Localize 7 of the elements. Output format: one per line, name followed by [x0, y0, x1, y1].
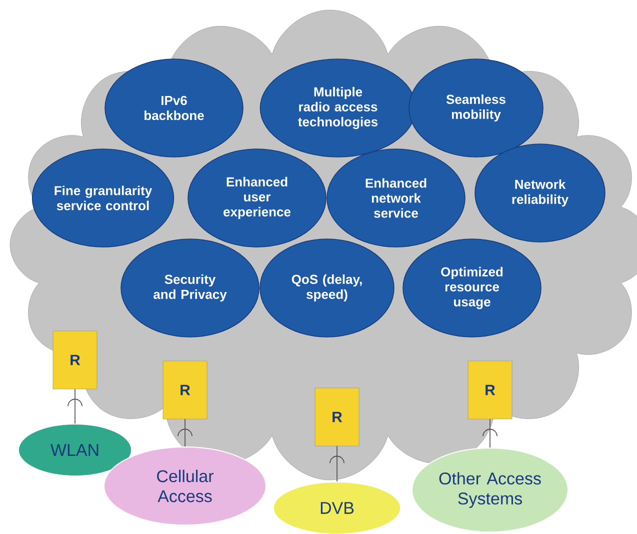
connector-line [74, 388, 76, 424]
connector-line [336, 446, 338, 482]
router-box: R [468, 360, 512, 420]
router-box: R [314, 388, 360, 446]
router-box: R [52, 330, 98, 390]
router-box: R [162, 360, 208, 420]
connector-line [184, 418, 186, 447]
